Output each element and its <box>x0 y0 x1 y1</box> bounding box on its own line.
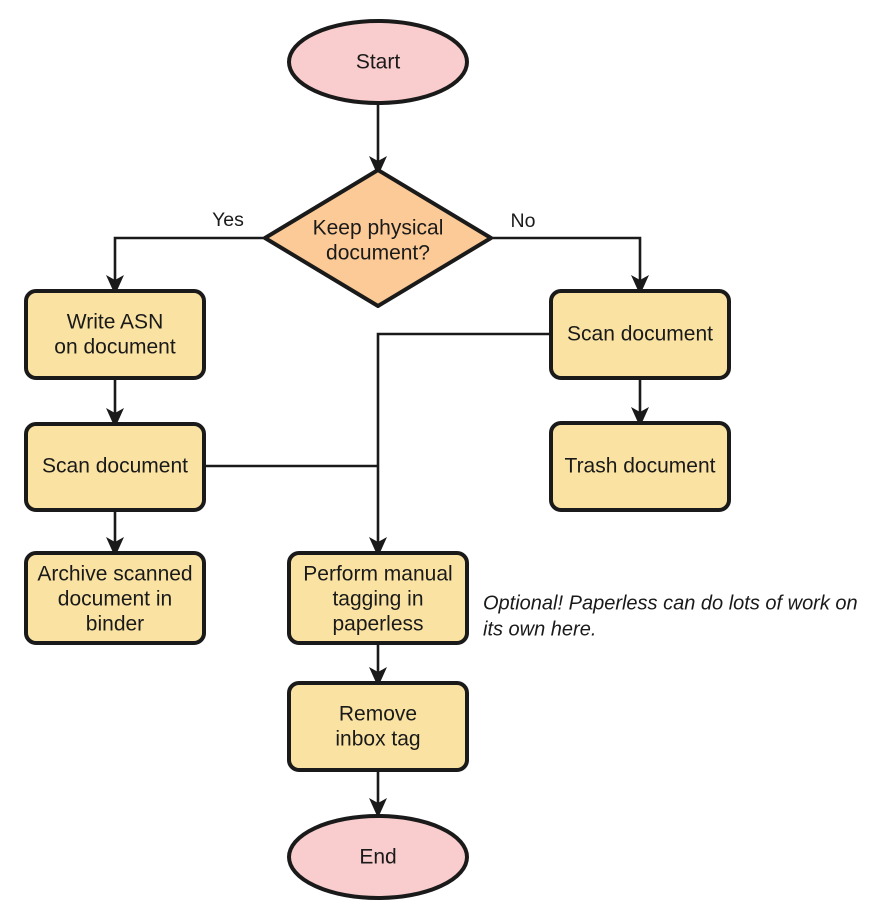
node-scan-document-left[interactable]: Scan document <box>24 422 206 512</box>
edge-scanright-to-manualtag <box>369 332 551 557</box>
node-write-asn-label-line2: on document <box>54 336 176 359</box>
node-manual-tagging-label-line3: paperless <box>332 613 423 636</box>
node-start[interactable]: Start <box>287 19 469 105</box>
node-decision-label-line2: document? <box>326 242 430 265</box>
node-trash-document[interactable]: Trash document <box>549 421 731 512</box>
node-decision-keep-physical-document[interactable]: Keep physical document? <box>263 168 493 308</box>
node-scan-document-right-label: Scan document <box>567 323 713 346</box>
node-start-label: Start <box>356 51 401 74</box>
edge-decision-yes <box>106 236 265 295</box>
annotation-line2: its own here. <box>483 618 596 640</box>
node-manual-tagging-label-line2: tagging in <box>332 588 423 611</box>
node-perform-manual-tagging-in-paperless[interactable]: Perform manual tagging in paperless <box>287 551 469 645</box>
annotation-optional-note: Optional! Paperless can do lots of work … <box>483 592 858 640</box>
node-remove-inbox-label-line1: Remove <box>339 703 417 726</box>
node-archive-scanned-document-in-binder[interactable]: Archive scanned document in binder <box>24 551 206 645</box>
edge-removeinbox-to-end <box>369 770 387 818</box>
node-archive-label-line3: binder <box>86 613 144 636</box>
node-scan-document-right[interactable]: Scan document <box>549 289 731 380</box>
node-end[interactable]: End <box>287 814 469 900</box>
node-remove-inbox-label-line2: inbox tag <box>335 728 420 751</box>
edge-manualtag-to-removeinbox <box>369 643 387 687</box>
edge-label-no: No <box>511 210 536 232</box>
node-trash-document-label: Trash document <box>565 455 716 478</box>
node-scan-document-left-label: Scan document <box>42 455 188 478</box>
node-remove-inbox-tag[interactable]: Remove inbox tag <box>287 681 469 772</box>
node-decision-label-line1: Keep physical <box>313 217 444 240</box>
node-archive-label-line1: Archive scanned <box>37 563 192 586</box>
edge-decision-no <box>490 236 649 295</box>
edge-writeasn-to-scanleft <box>106 378 124 428</box>
edge-scanright-to-trash <box>631 378 649 427</box>
edge-start-to-decision <box>369 103 387 176</box>
node-end-label: End <box>359 846 396 869</box>
annotation-line1: Optional! Paperless can do lots of work … <box>483 592 858 614</box>
node-archive-label-line2: document in <box>58 588 172 611</box>
edge-label-yes: Yes <box>212 209 244 231</box>
node-write-asn-label-line1: Write ASN <box>67 311 163 334</box>
node-write-asn-on-document[interactable]: Write ASN on document <box>24 289 206 380</box>
node-manual-tagging-label-line1: Perform manual <box>303 563 452 586</box>
edge-scanleft-to-archive <box>106 510 124 557</box>
